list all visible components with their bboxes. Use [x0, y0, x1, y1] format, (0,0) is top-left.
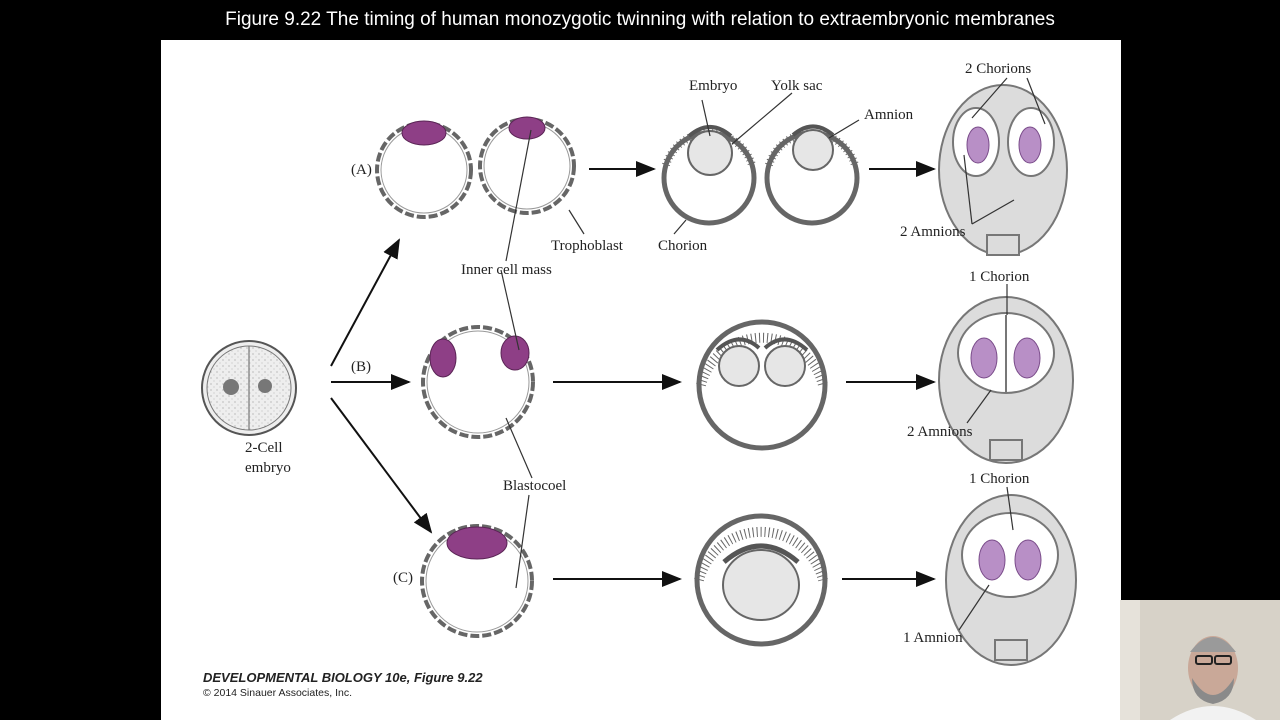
label-two-amnions-b: 2 Amnions — [907, 424, 973, 440]
label-one-chorion-b: 1 Chorion — [969, 269, 1030, 285]
label-two-chorions: 2 Chorions — [965, 61, 1032, 77]
label-embryo-top: Embryo — [689, 78, 738, 94]
credit-book-line: DEVELOPMENTAL BIOLOGY 10e, Figure 9.22 — [203, 670, 483, 685]
blastocyst-a-right — [478, 116, 576, 215]
two-cell-embryo — [201, 340, 297, 436]
chorion-a-left — [661, 125, 757, 226]
credit-figure: , Figure 9.22 — [406, 670, 483, 685]
slide-title: Figure 9.22 The timing of human monozygo… — [225, 9, 1055, 30]
blastocyst-b — [421, 325, 535, 439]
figure-credit: DEVELOPMENTAL BIOLOGY 10e, Figure 9.22 ©… — [203, 670, 483, 699]
label-chorion: Chorion — [658, 238, 708, 254]
twinning-diagram — [201, 77, 1077, 666]
credit-book: DEVELOPMENTAL BIOLOGY 10e — [203, 670, 407, 685]
blastocyst-a-left — [375, 120, 473, 219]
label-inner-cell-mass: Inner cell mass — [461, 262, 552, 278]
label-two-amnions-a: 2 Amnions — [900, 224, 966, 240]
branch-arrows — [330, 161, 936, 587]
leader-lines — [500, 77, 1046, 631]
blastocyst-c — [420, 524, 534, 638]
label-embryo: embryo — [245, 460, 291, 476]
slide-canvas: (A) (B) (C) 2-Cell embryo Embryo Yolk sa… — [161, 40, 1121, 720]
label-two-cell: 2-Cell — [245, 440, 283, 456]
chorion-a-right — [764, 124, 860, 226]
label-trophoblast: Trophoblast — [551, 238, 623, 254]
fetuses-b — [938, 296, 1074, 464]
label-blastocoel: Blastocoel — [503, 478, 567, 494]
label-one-amnion-c: 1 Amnion — [903, 630, 963, 646]
presenter-webcam — [1120, 600, 1280, 720]
label-yolk-sac: Yolk sac — [771, 78, 823, 94]
fetuses-c — [945, 494, 1077, 666]
label-one-chorion-c: 1 Chorion — [969, 471, 1030, 487]
chorion-b — [696, 319, 828, 451]
chorion-c — [694, 513, 828, 647]
presenter-avatar — [1120, 600, 1280, 720]
label-b: (B) — [351, 359, 371, 375]
credit-copyright: © 2014 Sinauer Associates, Inc. — [203, 687, 352, 699]
label-a: (A) — [351, 162, 372, 178]
label-c: (C) — [393, 570, 413, 586]
label-amnion: Amnion — [864, 107, 914, 123]
